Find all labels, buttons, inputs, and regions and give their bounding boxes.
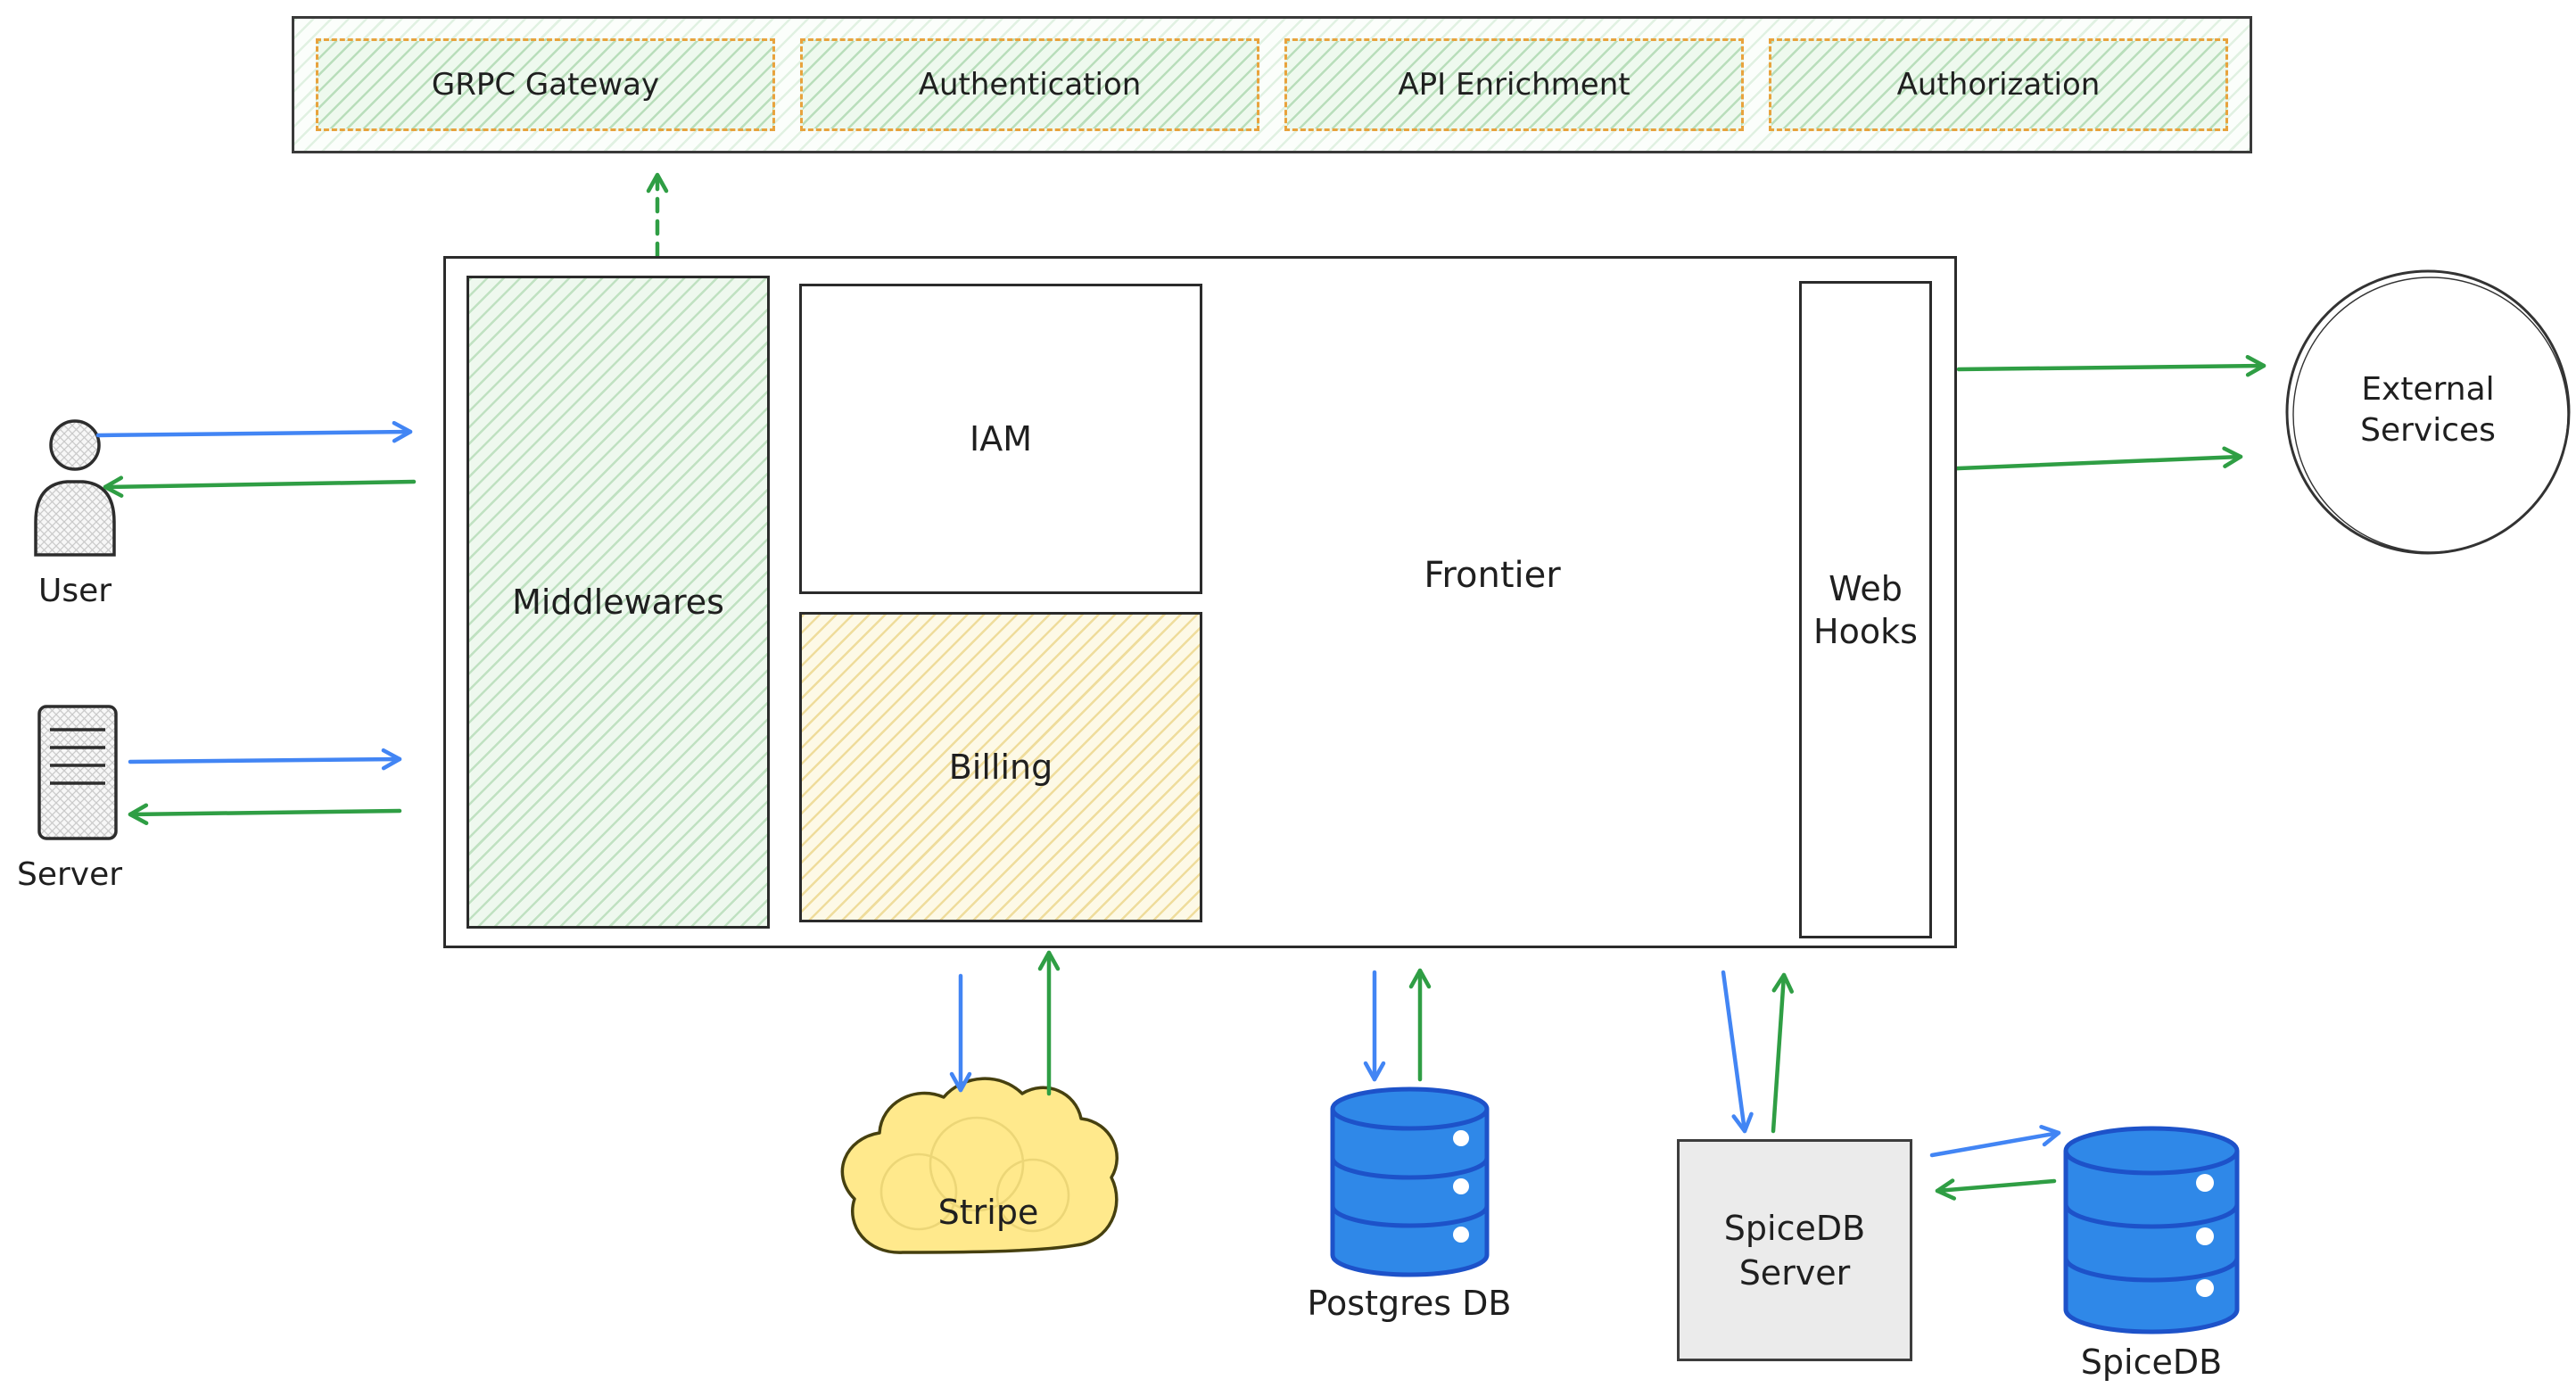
arrow-frontier-to-server: [128, 803, 402, 826]
arrow-frontier-to-user: [103, 475, 417, 498]
pipeline-step-authorization: Authorization: [1769, 38, 2228, 131]
middlewares-label: Middlewares: [512, 582, 724, 622]
arrow-frontier-to-spicedb-server: [1721, 970, 1754, 1134]
spicedb-server-box: SpiceDB Server: [1677, 1139, 1912, 1361]
pipeline-step-label: Authorization: [1896, 67, 2101, 103]
stripe-cloud-icon: [840, 1077, 1119, 1254]
spicedb-label: SpiceDB: [2080, 1343, 2223, 1382]
billing-box: Billing: [799, 612, 1202, 922]
server-label: Server: [16, 856, 123, 893]
postgres-db-icon: [1330, 1086, 1490, 1277]
spicedb-db-icon: [2063, 1126, 2240, 1334]
middleware-pipeline-bar: GRPC Gateway Authentication API Enrichme…: [292, 16, 2252, 153]
server-icon: [37, 705, 118, 840]
postgres-db-label: Postgres DB: [1307, 1284, 1512, 1323]
pipeline-step-api-enrichment: API Enrichment: [1284, 38, 1744, 131]
iam-label: IAM: [970, 419, 1032, 459]
arrow-user-to-frontier: [95, 420, 413, 443]
arrow-frontier-to-external-top: [1956, 354, 2266, 377]
pipeline-step-label: GRPC Gateway: [431, 67, 660, 103]
webhooks-label-line1: Web: [1829, 568, 1903, 608]
external-services-label-line2: Services: [2360, 412, 2496, 449]
pipeline-step-label: API Enrichment: [1398, 67, 1631, 103]
pipeline-step-authentication: Authentication: [800, 38, 1259, 131]
iam-box: IAM: [799, 284, 1202, 594]
external-services-label: External Services: [2285, 369, 2571, 451]
spicedb-server-label-line2: Server: [1738, 1252, 1851, 1293]
external-services-circle: [2285, 269, 2571, 555]
arrow-spicedb-server-to-spicedb: [1929, 1125, 2061, 1158]
middlewares-box: Middlewares: [466, 276, 770, 929]
arrow-spicedb-to-spicedb-server: [1935, 1178, 2057, 1201]
external-services-label-line1: External: [2361, 371, 2495, 408]
spicedb-server-label-line1: SpiceDB: [1723, 1208, 1866, 1248]
arrow-spicedb-server-to-frontier: [1771, 972, 1794, 1134]
webhooks-label-line2: Hooks: [1813, 611, 1918, 651]
frontier-container: Middlewares IAM Billing Web Hooks Fronti…: [443, 256, 1957, 948]
arrow-frontier-to-external-bottom: [1935, 446, 2243, 472]
pipeline-step-label: Authentication: [918, 67, 1142, 103]
arrow-server-to-frontier: [128, 748, 402, 771]
billing-label: Billing: [948, 748, 1053, 787]
frontier-label: Frontier: [1424, 555, 1561, 596]
pipeline-step-grpc-gateway: GRPC Gateway: [316, 38, 775, 131]
stripe-label: Stripe: [937, 1193, 1039, 1232]
user-icon: [34, 419, 116, 557]
user-label: User: [37, 573, 112, 609]
webhooks-box: Web Hooks: [1799, 281, 1932, 938]
